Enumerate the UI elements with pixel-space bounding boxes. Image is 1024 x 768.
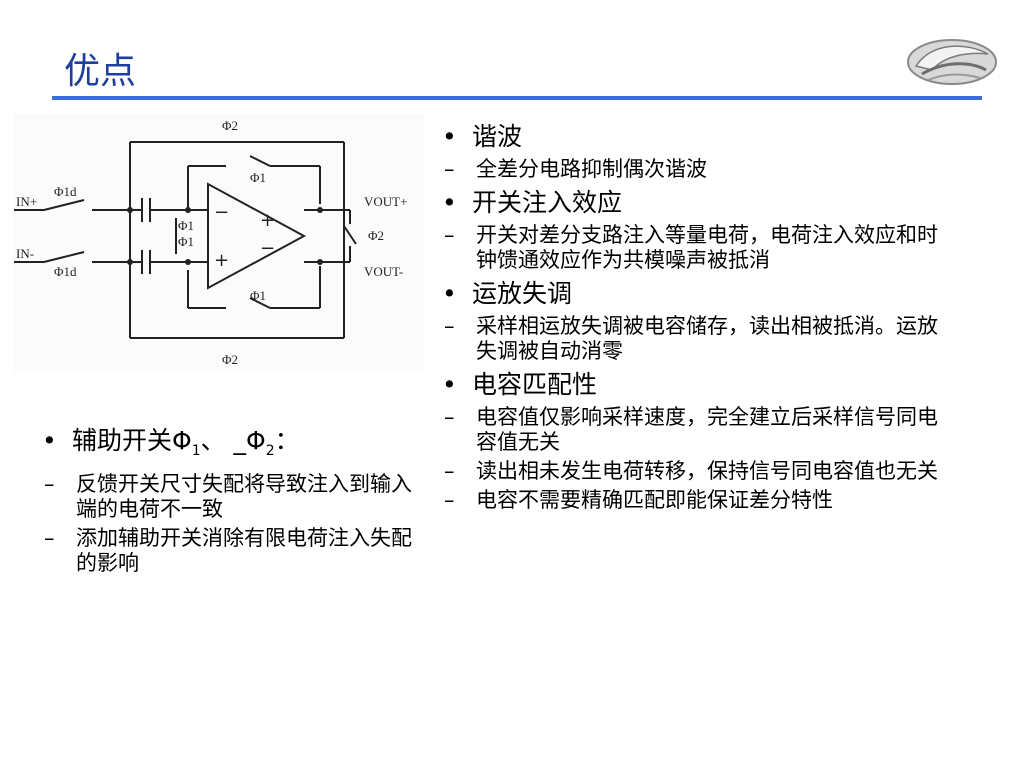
left-heading: • 辅助开关Φ1、 _Φ2： xyxy=(42,426,300,459)
slide-title: 优点 xyxy=(64,51,137,92)
section-3-item-1: –读出相未发生电荷转移，保持信号同电容值也无关 xyxy=(444,459,938,483)
label-phi2-top: Φ2 xyxy=(222,118,238,133)
left-bullet-list: • 辅助开关Φ1、 _Φ2： –反馈开关尺寸失配将导致注入到输入端的电荷不一致 … xyxy=(36,424,416,580)
label-phi2-bottom: Φ2 xyxy=(222,352,238,367)
right-bullet-list: •谐波 –全差分电路抑制偶次谐波 •开关注入效应 –开关对差分支路注入等量电荷，… xyxy=(436,120,956,517)
section-1-item-0: –开关对差分支路注入等量电荷，电荷注入效应和时钟馈通效应作为共模噪声被抵消 xyxy=(444,223,938,272)
label-vout-plus: VOUT+ xyxy=(364,194,407,209)
section-2-item-0: –采样相运放失调被电容储存，读出相被抵消。运放失调被自动消零 xyxy=(444,314,938,363)
section-heading-1: •开关注入效应 xyxy=(442,188,623,217)
label-in-plus: IN+ xyxy=(16,194,37,209)
opamp-plus-in: + xyxy=(214,250,229,271)
opamp-minus-in: − xyxy=(214,202,229,223)
label-phi1-bottom: Φ1 xyxy=(250,288,266,303)
bullet-marker: • xyxy=(42,426,57,455)
section-heading-0: •谐波 xyxy=(442,122,523,151)
opamp-minus-out: − xyxy=(260,238,275,259)
section-heading-2: •运放失调 xyxy=(442,279,573,308)
section-3-item-0: –电容值仅影响采样速度，完全建立后采样信号同电容值无关 xyxy=(444,405,938,454)
label-vout-minus: VOUT- xyxy=(364,264,403,279)
opamp-plus-out: + xyxy=(260,210,275,231)
label-phi1-mid-a: Φ1 xyxy=(178,218,194,233)
label-phi2-right: Φ2 xyxy=(368,228,384,243)
section-heading-3: •电容匹配性 xyxy=(442,370,598,399)
section-0-item-0: –全差分电路抑制偶次谐波 xyxy=(444,157,707,181)
left-item-1: –添加辅助开关消除有限电荷注入失配的影响 xyxy=(44,526,412,575)
left-item-0: –反馈开关尺寸失配将导致注入到输入端的电荷不一致 xyxy=(44,472,412,521)
label-phi1-top: Φ1 xyxy=(250,170,266,185)
institution-logo-icon xyxy=(907,39,997,85)
label-phi1-mid-b: Φ1 xyxy=(178,234,194,249)
label-in-minus: IN- xyxy=(16,246,34,261)
circuit-diagram: Φ2 Φ1 Φ1d IN+ IN- Φ1d Φ1 Φ1 VOUT+ VOUT- … xyxy=(14,114,424,372)
label-phi1d-bottom: Φ1d xyxy=(54,264,77,279)
label-phi1d-top: Φ1d xyxy=(54,184,77,199)
section-3-item-2: –电容不需要精确匹配即能保证差分特性 xyxy=(444,488,833,512)
title-divider xyxy=(52,96,982,100)
